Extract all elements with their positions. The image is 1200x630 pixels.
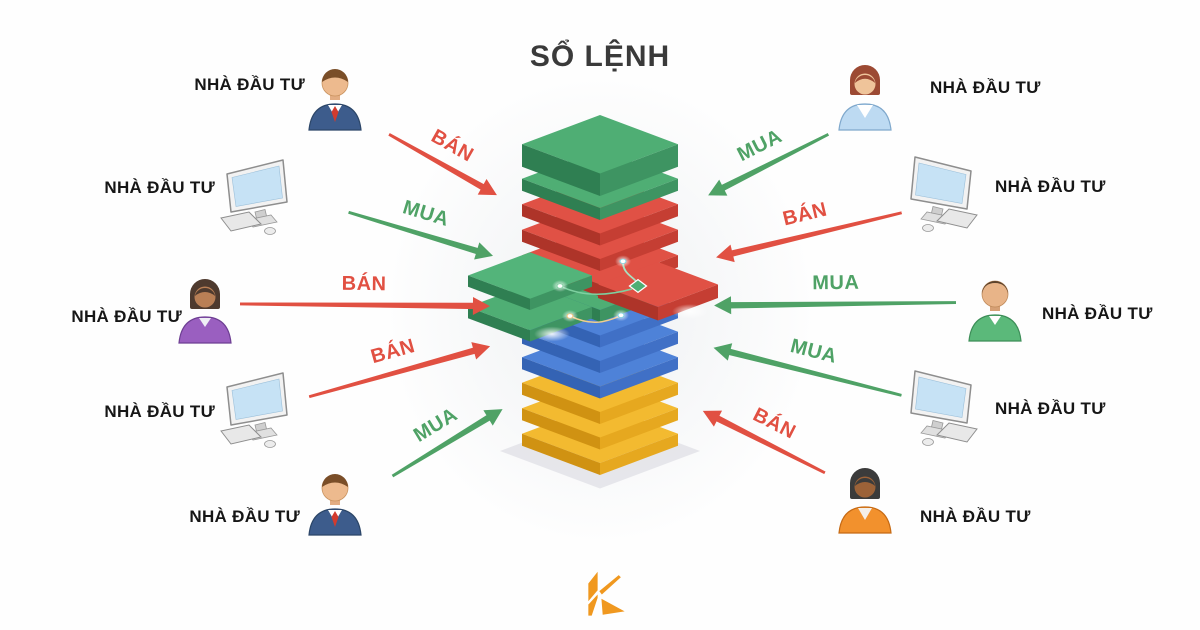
woman-orange-icon bbox=[838, 468, 892, 534]
investor-label: NHÀ ĐẦU TƯ bbox=[995, 399, 1106, 418]
investor-label: NHÀ ĐẦU TƯ bbox=[104, 178, 215, 197]
computer-icon bbox=[220, 159, 288, 235]
stack-layers bbox=[522, 115, 678, 475]
arrow-label: BÁN bbox=[341, 272, 387, 296]
woman-blue-icon bbox=[838, 65, 892, 131]
investor-label: NHÀ ĐẦU TƯ bbox=[189, 507, 300, 526]
order-book-stack-icon bbox=[468, 115, 718, 489]
sell-arrow: BÁN bbox=[238, 272, 491, 316]
arrow-label: MUA bbox=[812, 271, 860, 295]
investor-label: NHÀ ĐẦU TƯ bbox=[194, 75, 305, 94]
k-logo-icon bbox=[588, 571, 625, 616]
businessman-icon bbox=[308, 69, 362, 131]
arrow-label: BÁN bbox=[368, 334, 418, 369]
investor-label: NHÀ ĐẦU TƯ bbox=[920, 507, 1031, 526]
arrow-head bbox=[713, 296, 732, 315]
investor-label: NHÀ ĐẦU TƯ bbox=[104, 402, 215, 421]
arrow-label: MUA bbox=[788, 335, 840, 368]
businessman-icon bbox=[308, 474, 362, 536]
diagram-title: SỔ LỆNH bbox=[529, 40, 671, 73]
woman-purple-icon bbox=[178, 279, 232, 344]
investor-label: NHÀ ĐẦU TƯ bbox=[71, 307, 182, 326]
investor-label: NHÀ ĐẦU TƯ bbox=[995, 177, 1106, 196]
computer-icon bbox=[220, 372, 288, 448]
buy-arrow: MUA bbox=[713, 271, 958, 315]
matched-orders-connector bbox=[534, 255, 708, 342]
computer-icon bbox=[910, 370, 978, 446]
man-green-icon bbox=[968, 280, 1022, 342]
computer-icon bbox=[910, 156, 978, 232]
arrow-head bbox=[713, 244, 735, 267]
arrow-head bbox=[472, 296, 491, 316]
investor-label: NHÀ ĐẦU TƯ bbox=[1042, 304, 1153, 323]
investor-label: NHÀ ĐẦU TƯ bbox=[930, 78, 1041, 97]
